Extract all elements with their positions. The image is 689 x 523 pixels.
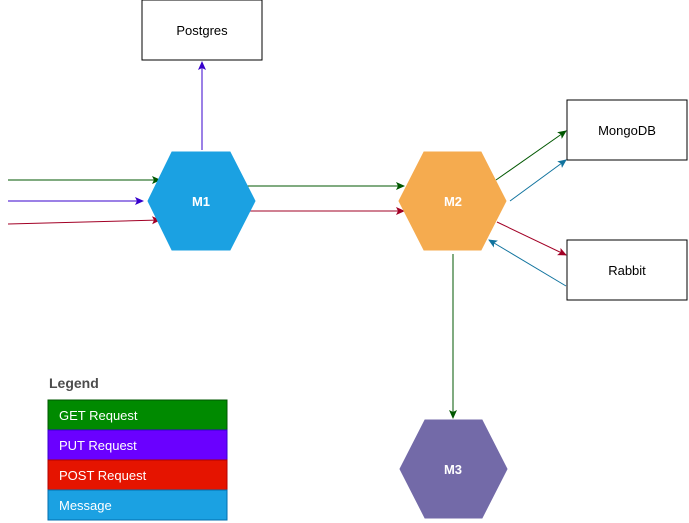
mongodb-label: MongoDB: [598, 123, 656, 138]
legend-item-get-label: GET Request: [59, 408, 138, 423]
mongodb-node: MongoDB: [566, 99, 688, 161]
legend: Legend GET Request PUT Request POST Requ…: [47, 375, 228, 521]
m1-label: M1: [192, 194, 210, 209]
legend-item-message: Message: [47, 489, 228, 521]
rabbit-label: Rabbit: [608, 263, 646, 278]
incoming-post-arrow: [7, 216, 161, 225]
postgres-node: Postgres: [141, 0, 263, 61]
m2-to-rabbit-post-arrow: [496, 221, 567, 256]
legend-item-put-label: PUT Request: [59, 438, 137, 453]
legend-item-message-label: Message: [59, 498, 112, 513]
legend-item-put: PUT Request: [47, 429, 228, 461]
m2-node: M2: [398, 151, 507, 251]
m2-label: M2: [444, 194, 462, 209]
m3-label: M3: [444, 462, 462, 477]
m2-to-mongodb-message-arrow: [509, 159, 567, 202]
m3-node: M3: [399, 419, 508, 519]
legend-item-post-label: POST Request: [59, 468, 147, 483]
legend-item-get: GET Request: [47, 399, 228, 431]
postgres-label: Postgres: [176, 23, 228, 38]
legend-item-post: POST Request: [47, 459, 228, 491]
m1-node: M1: [147, 151, 256, 251]
rabbit-node: Rabbit: [566, 239, 688, 301]
legend-title: Legend: [49, 375, 99, 391]
rabbit-to-m2-message-arrow: [488, 239, 567, 287]
m2-to-mongodb-get-arrow: [495, 130, 567, 181]
